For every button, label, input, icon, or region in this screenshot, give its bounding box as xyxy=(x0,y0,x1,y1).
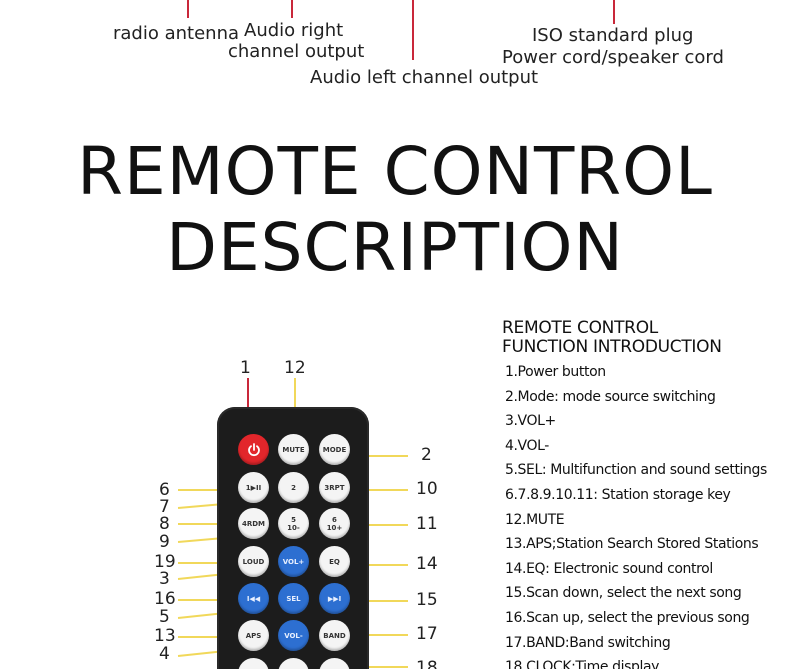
volume-up-button[interactable]: VOL+ xyxy=(278,546,309,577)
audio-left-pointer-line xyxy=(412,0,414,60)
callout-number: 15 xyxy=(416,590,438,610)
callout-number: 10 xyxy=(416,479,438,499)
audio-right-label-line2: channel output xyxy=(228,41,365,62)
iso-plug-pointer-line xyxy=(613,0,615,24)
function-item: 3.VOL+ xyxy=(505,413,556,430)
preset-6-button[interactable]: 6 10+ xyxy=(319,508,350,539)
function-item: 15.Scan down, select the next song xyxy=(505,585,742,602)
remote-button[interactable] xyxy=(278,658,309,669)
callout-number: 8 xyxy=(159,514,170,534)
page-title-line1: REMOTE CONTROL xyxy=(77,133,713,210)
function-item: 5.SEL: Multifunction and sound settings xyxy=(505,462,767,479)
audio-right-label-line1: Audio right xyxy=(244,20,344,41)
function-item: 16.Scan up, select the previous song xyxy=(505,609,750,626)
mode-button[interactable]: MODE xyxy=(319,434,350,465)
callout-line-2 xyxy=(350,455,408,457)
callout-number: 19 xyxy=(154,552,176,572)
callout-number: 12 xyxy=(284,358,306,378)
callout-line-8 xyxy=(178,523,241,525)
preset-1-play-button[interactable]: 1▶II xyxy=(238,472,269,503)
function-item: 12.MUTE xyxy=(505,511,565,528)
aps-button[interactable]: APS xyxy=(238,620,269,651)
volume-down-button[interactable]: VOL- xyxy=(278,620,309,651)
loud-button[interactable]: LOUD xyxy=(238,546,269,577)
preset-2-button[interactable]: 2 xyxy=(278,472,309,503)
next-track-button[interactable]: ▶▶I xyxy=(319,583,350,614)
callout-line-11 xyxy=(350,524,408,526)
function-list: 1.Power button 2.Mode: mode source switc… xyxy=(505,363,767,669)
band-button[interactable]: BAND xyxy=(319,620,350,651)
function-item: 18.CLOCK:Time display xyxy=(505,659,660,669)
power-icon xyxy=(247,442,260,456)
callout-line-14 xyxy=(350,564,408,566)
callout-line-18 xyxy=(350,666,408,668)
previous-track-button[interactable]: I◀◀ xyxy=(238,583,269,614)
clock-button[interactable] xyxy=(319,658,350,669)
antenna-pointer-line xyxy=(187,0,189,18)
callout-number: 5 xyxy=(159,607,170,627)
callout-number: 9 xyxy=(159,532,170,552)
function-item: 17.BAND:Band switching xyxy=(505,634,671,651)
callout-line-16 xyxy=(178,599,241,601)
function-intro-title-line2: FUNCTION INTRODUCTION xyxy=(502,337,722,357)
power-cord-label: Power cord/speaker cord xyxy=(502,47,724,68)
function-item: 1.Power button xyxy=(505,364,606,380)
eq-button[interactable]: EQ xyxy=(319,546,350,577)
remote-control: MUTE MODE 1▶II 2 3RPT 4RDM 5 10- 6 10+ L… xyxy=(217,407,369,669)
power-button[interactable] xyxy=(238,434,269,465)
callout-line-15 xyxy=(350,600,408,602)
function-intro-title-line1: REMOTE CONTROL xyxy=(502,318,658,338)
function-intro-title: REMOTE CONTROL FUNCTION INTRODUCTION xyxy=(502,319,722,357)
remote-button[interactable] xyxy=(238,658,269,669)
function-item: 14.EQ: Electronic sound control xyxy=(505,560,713,577)
callout-line-17 xyxy=(350,634,408,636)
callout-number: 2 xyxy=(421,445,432,465)
audio-left-label: Audio left channel output xyxy=(310,67,539,88)
callout-line-6 xyxy=(178,489,241,491)
callout-line-1 xyxy=(247,378,249,434)
callout-number: 17 xyxy=(416,624,438,644)
function-item: 13.APS;Station Search Stored Stations xyxy=(505,536,759,553)
callout-number: 18 xyxy=(416,658,438,669)
sel-button[interactable]: SEL xyxy=(278,583,309,614)
preset-3-rpt-button[interactable]: 3RPT xyxy=(319,472,350,503)
callout-number: 6 xyxy=(159,480,170,500)
callout-number: 13 xyxy=(154,626,176,646)
callout-line-13 xyxy=(178,636,241,638)
callout-line-10 xyxy=(350,489,408,491)
mute-button[interactable]: MUTE xyxy=(278,434,309,465)
callout-number: 16 xyxy=(154,589,176,609)
function-item: 4.VOL- xyxy=(505,437,549,454)
callout-number: 7 xyxy=(159,497,170,517)
preset-5-button[interactable]: 5 10- xyxy=(278,508,309,539)
callout-number: 1 xyxy=(240,358,251,378)
page-title-line2: DESCRIPTION xyxy=(166,209,624,286)
callout-line-12 xyxy=(294,378,296,434)
callout-number: 3 xyxy=(159,569,170,589)
callout-number: 11 xyxy=(416,514,438,534)
callout-number: 4 xyxy=(159,644,170,664)
audio-right-pointer-line xyxy=(291,0,293,18)
callout-number: 14 xyxy=(416,554,438,574)
preset-4-rdm-button[interactable]: 4RDM xyxy=(238,508,269,539)
iso-plug-label: ISO standard plug xyxy=(532,25,694,46)
radio-antenna-label: radio antenna xyxy=(113,23,240,44)
function-item: 2.Mode: mode source switching xyxy=(505,388,716,405)
callout-line-19 xyxy=(178,562,241,564)
function-item: 6.7.8.9.10.11: Station storage key xyxy=(505,486,731,503)
